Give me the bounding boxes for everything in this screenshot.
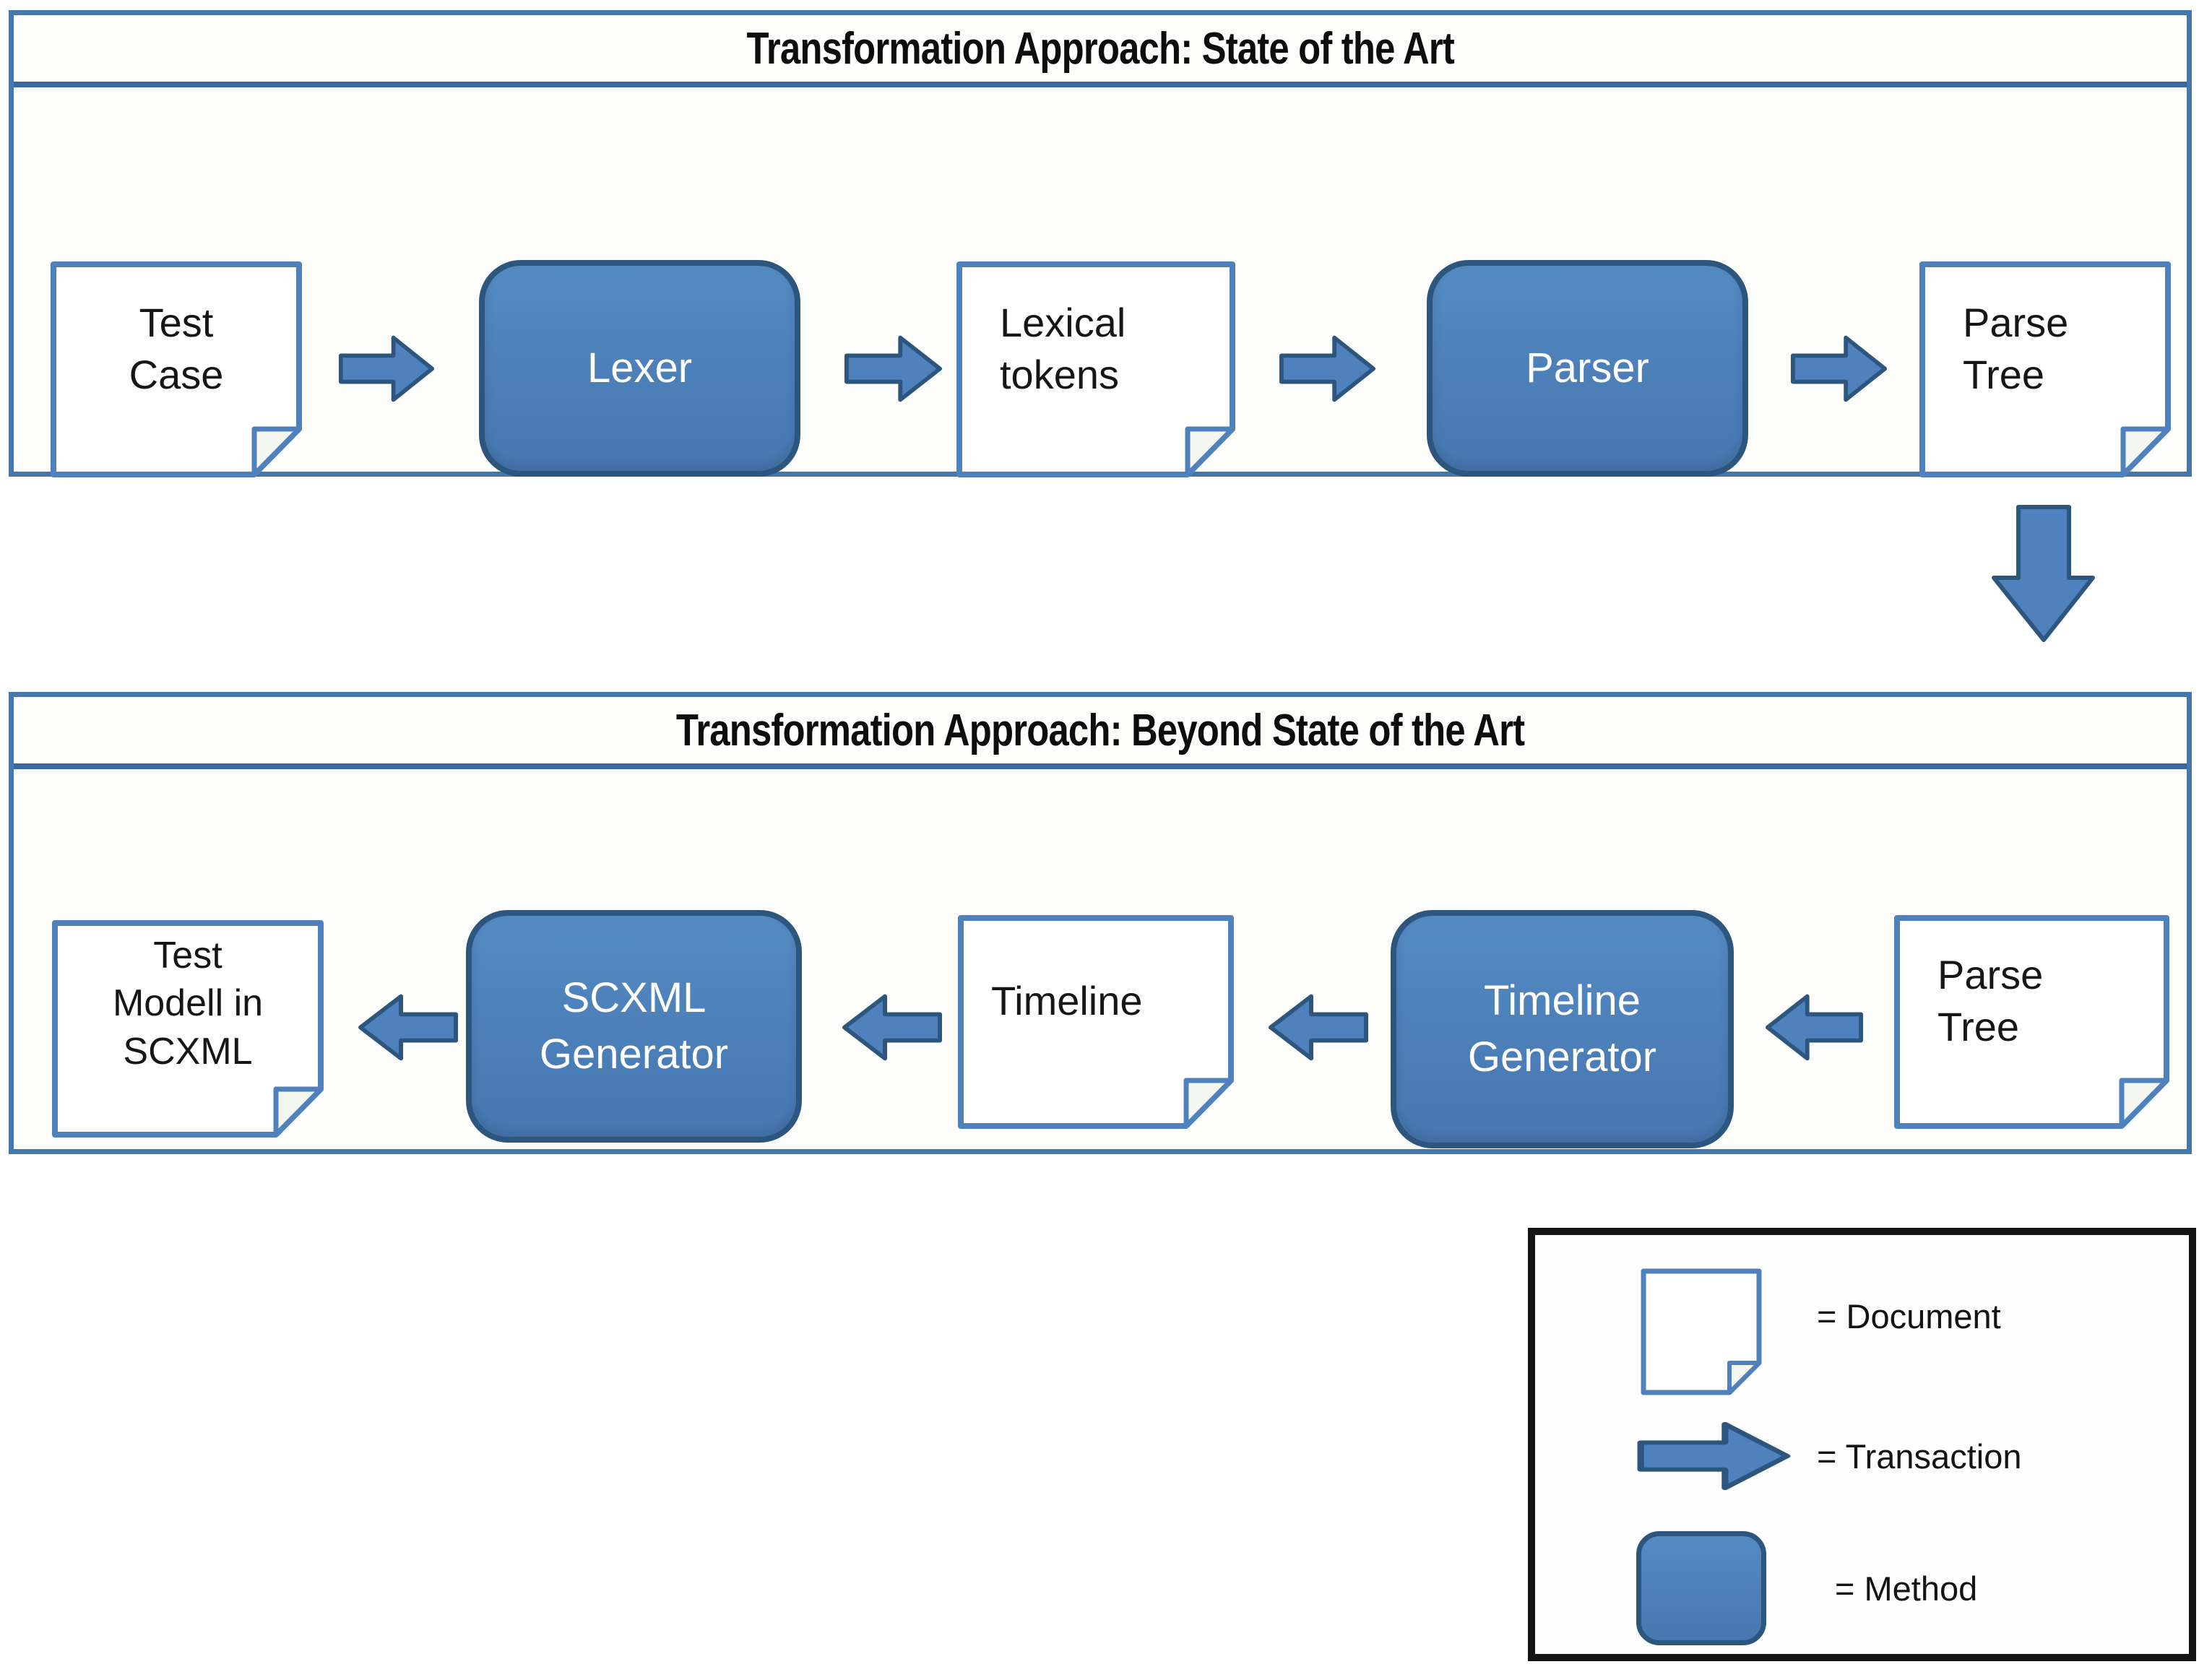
transaction-arrow-down-icon [1991, 504, 2096, 643]
method-timeline-generator: Timeline Generator [1391, 910, 1734, 1148]
method-label: Timeline Generator [1467, 976, 1657, 1080]
panel-content: Test Case Lexer [14, 87, 2187, 477]
document-icon [1894, 915, 2169, 1129]
panel-state-of-the-art: Transformation Approach: State of the Ar… [9, 10, 2192, 477]
transaction-arrow-icon [1636, 1417, 1792, 1495]
document-icon [1919, 261, 2171, 477]
method-parser: Parser [1427, 260, 1748, 477]
transaction-arrow-left-icon [1268, 989, 1369, 1065]
legend-label-document: = Document [1817, 1297, 2001, 1335]
transaction-arrow-left-icon [358, 989, 459, 1065]
method-scxml-generator: SCXML Generator [466, 910, 802, 1143]
panel-title: Transformation Approach: Beyond State of… [675, 705, 1525, 755]
transaction-arrow-left-icon [1765, 989, 1864, 1065]
document-test-case: Test Case [49, 260, 303, 479]
panel-title-bar: Transformation Approach: State of the Ar… [14, 15, 2187, 87]
panel-title-bar: Transformation Approach: Beyond State of… [14, 697, 2187, 769]
method-label: Lexer [587, 344, 693, 391]
document-test-modell-scxml: Test Modell in SCXML [51, 919, 325, 1139]
panel-beyond-state-of-the-art: Transformation Approach: Beyond State of… [9, 692, 2192, 1154]
document-lexical-tokens: Lexical tokens [955, 260, 1237, 479]
transaction-arrow-right-icon [1790, 331, 1888, 407]
legend-label-method: = Method [1835, 1569, 1978, 1608]
document-label: Test Case [129, 299, 224, 397]
panel-title: Transformation Approach: State of the Ar… [746, 23, 1454, 74]
document-label: Lexical tokens [1000, 299, 1126, 397]
transaction-arrow-right-icon [338, 331, 435, 407]
transaction-arrow-right-icon [1279, 331, 1376, 407]
document-icon [51, 261, 302, 477]
document-icon [958, 915, 1234, 1129]
document-icon [1640, 1268, 1763, 1396]
method-icon [1636, 1531, 1766, 1645]
panel-content: Test Modell in SCXML SCXML Generator [14, 769, 2187, 1149]
transaction-arrow-left-icon [842, 989, 943, 1065]
document-label: Timeline [991, 978, 1143, 1024]
method-lexer: Lexer [479, 260, 800, 477]
document-icon [52, 920, 324, 1138]
document-parse-tree: Parse Tree [1918, 260, 2172, 479]
transaction-arrow-right-icon [844, 331, 943, 407]
document-timeline: Timeline [956, 914, 1235, 1130]
legend-box: = Document = Transaction = Method [1528, 1228, 2196, 1661]
method-label: SCXML Generator [539, 974, 729, 1078]
legend-label-transaction: = Transaction [1817, 1437, 2022, 1476]
document-parse-tree: Parse Tree [1893, 914, 2171, 1130]
method-label: Parser [1526, 344, 1649, 391]
document-label: Parse Tree [1963, 299, 2069, 397]
document-label: Test Modell in SCXML [112, 934, 264, 1073]
document-icon [956, 261, 1235, 477]
document-label: Parse Tree [1937, 952, 2044, 1049]
